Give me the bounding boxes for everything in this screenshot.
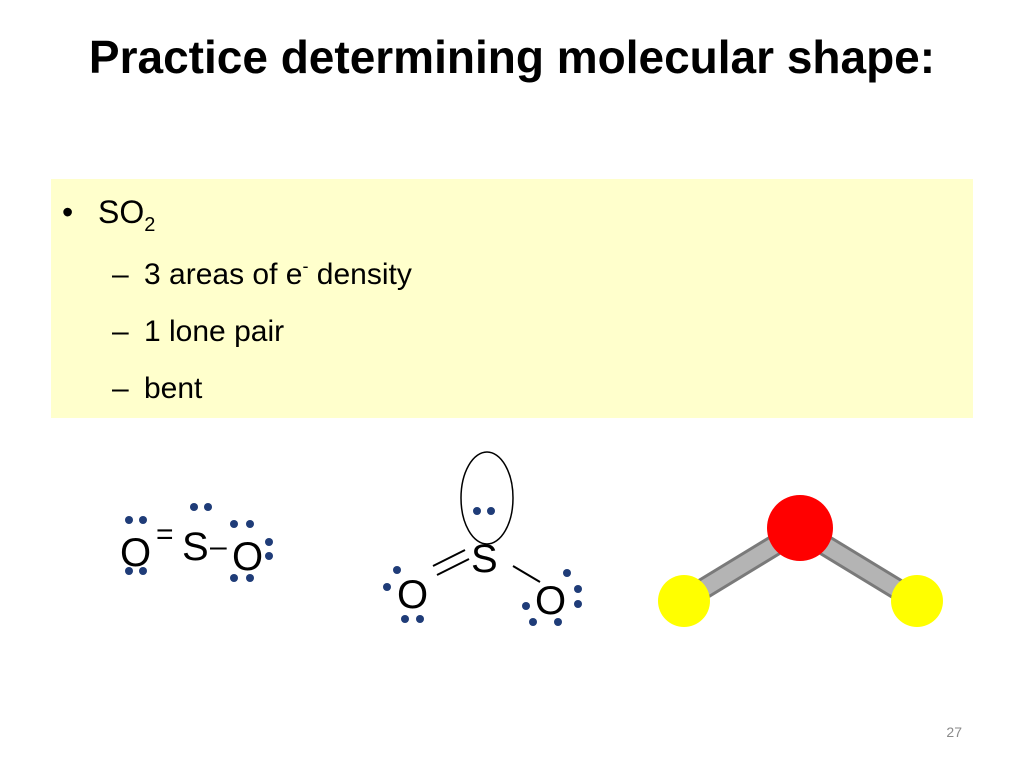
subitem-lone-pair: –1 lone pair: [112, 313, 284, 351]
subitem-text: 3 areas of e: [144, 258, 303, 291]
double-bond-line-1: [432, 549, 466, 567]
vsepr-diagram: S O O: [383, 451, 582, 626]
center-atom: [767, 495, 833, 561]
single-bond-line: [512, 565, 541, 583]
dash-marker: –: [112, 315, 129, 348]
lewis-electron-dots: [125, 503, 273, 582]
subitem-text: bent: [144, 372, 203, 405]
vsepr-sulfur: S: [471, 537, 498, 581]
lone-pair-ellipse: [460, 451, 514, 545]
vsepr-left-oxygen: O: [397, 573, 428, 617]
lewis-right-oxygen: O: [232, 535, 263, 579]
lewis-sulfur: S: [182, 525, 209, 569]
double-bond-line-2: [436, 558, 470, 576]
lewis-structure-diagram: O = S – O: [120, 503, 273, 582]
content-box: [51, 179, 973, 418]
subitem-electron-density: –3 areas of e- density: [112, 256, 412, 294]
vsepr-electron-dots: [383, 566, 582, 626]
subitem-text: 1 lone pair: [144, 315, 285, 348]
subitem-bent: –bent: [112, 370, 202, 408]
formula: SO2: [98, 192, 155, 235]
right-outer-atom: [891, 575, 943, 627]
superscript: -: [302, 256, 309, 276]
dash-marker: –: [112, 258, 129, 291]
formula-main: SO: [98, 194, 145, 230]
slide-title: Practice determining molecular shape:: [88, 31, 936, 83]
lewis-left-oxygen: O: [120, 531, 151, 575]
ball-and-stick-model: [658, 495, 943, 627]
dash-marker: –: [112, 372, 129, 405]
lewis-single-bond: –: [210, 530, 227, 563]
vsepr-right-oxygen: O: [535, 579, 566, 623]
page-number: 27: [946, 724, 962, 740]
bullet-marker: •: [62, 194, 74, 230]
formula-subscript: 2: [144, 214, 156, 236]
subitem-text-end: density: [308, 258, 412, 291]
left-outer-atom: [658, 575, 710, 627]
lewis-double-bond: =: [156, 518, 174, 551]
